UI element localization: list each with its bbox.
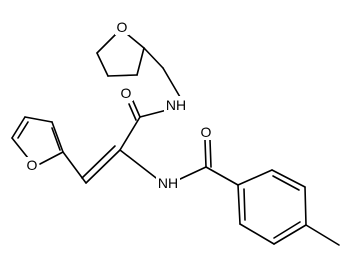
benzene-ring [237,169,307,245]
furan-ring [11,116,64,165]
vinyl-to-nh-bond [119,149,161,182]
amide-nh-bottom-label: NH [158,175,178,191]
vinyl-double-bond [81,145,121,184]
benzoyl-to-ring-bond [205,166,239,186]
carbonyl-oxygen-right-label: O [201,124,212,140]
benzoyl-carbonyl-double-bond [204,139,212,168]
carbonyl-oxygen-top-label: O [121,85,132,101]
methylene-to-nh-bond [162,67,181,98]
carbonyl-to-vinyl-bond [119,116,141,151]
furan-oxygen-label: O [27,157,38,173]
nh-to-benzoyl-carbon-bond [177,166,207,181]
tetrahydrofuran-ring [96,32,145,77]
thf-oxygen-label: O [117,19,128,35]
top-carbonyl-double-bond [128,100,141,121]
ring-to-methylene-bond [143,47,164,69]
amide-nh-top-label: NH [166,97,186,113]
methyl-bond [305,224,340,246]
vinyl-to-furan-bond [62,151,87,184]
nh-to-carbonyl-bond [139,109,168,118]
